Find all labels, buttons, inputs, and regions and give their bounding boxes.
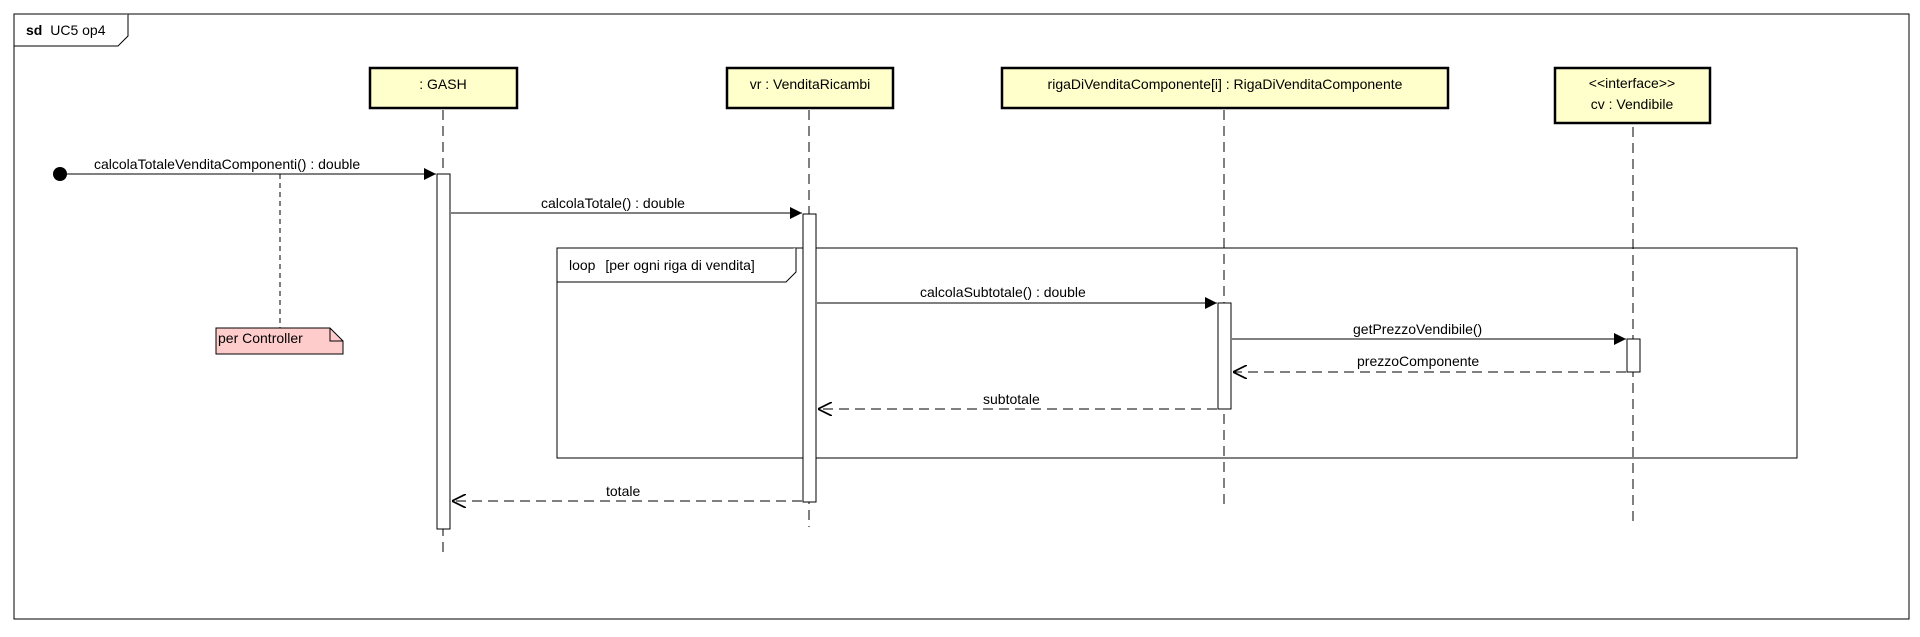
participant-vr-label: vr : VenditaRicambi bbox=[750, 76, 871, 92]
participant-cv-label: cv : Vendibile bbox=[1591, 96, 1674, 112]
message-getPrezzoVendibile-label: getPrezzoVendibile() bbox=[1353, 321, 1482, 337]
message-calcolaTotaleVenditaComponenti-label: calcolaTotaleVenditaComponenti() : doubl… bbox=[94, 156, 360, 172]
message-totale-label: totale bbox=[606, 483, 640, 499]
sd-frame-tab bbox=[14, 14, 129, 47]
participant-riga: rigaDiVenditaComponente[i] : RigaDiVendi… bbox=[1000, 66, 1450, 110]
message-calcolaSubtotale-label: calcolaSubtotale() : double bbox=[920, 284, 1086, 300]
loop-operator: loop bbox=[569, 257, 596, 273]
activation-vr bbox=[802, 213, 817, 503]
loop-fragment-tab bbox=[557, 248, 797, 283]
note-per-controller: per Controller bbox=[215, 327, 344, 355]
activation-riga bbox=[1217, 302, 1232, 410]
message-calcolaTotale-label: calcolaTotale() : double bbox=[541, 195, 685, 211]
participant-vr: vr : VenditaRicambi bbox=[725, 66, 895, 110]
activation-gash bbox=[436, 173, 451, 530]
participant-gash-label: : GASH bbox=[419, 76, 466, 92]
participant-riga-label: rigaDiVenditaComponente[i] : RigaDiVendi… bbox=[1048, 76, 1403, 92]
sd-frame-title: sd UC5 op4 bbox=[26, 22, 106, 38]
sd-keyword: sd bbox=[26, 22, 42, 38]
activation-cv bbox=[1626, 338, 1641, 373]
loop-guard: [per ogni riga di vendita] bbox=[605, 257, 754, 273]
loop-fragment bbox=[556, 247, 1798, 459]
participant-cv: <<interface>> cv : Vendibile bbox=[1553, 66, 1712, 125]
sd-name: UC5 op4 bbox=[50, 22, 105, 38]
participant-cv-stereotype: <<interface>> bbox=[1589, 75, 1675, 91]
sd-frame bbox=[13, 13, 1910, 620]
message-subtotale-label: subtotale bbox=[983, 391, 1040, 407]
participant-gash: : GASH bbox=[368, 66, 519, 110]
loop-fragment-label: loop [per ogni riga di vendita] bbox=[569, 257, 755, 273]
note-text: per Controller bbox=[218, 330, 303, 346]
message-prezzoComponente-label: prezzoComponente bbox=[1357, 353, 1479, 369]
